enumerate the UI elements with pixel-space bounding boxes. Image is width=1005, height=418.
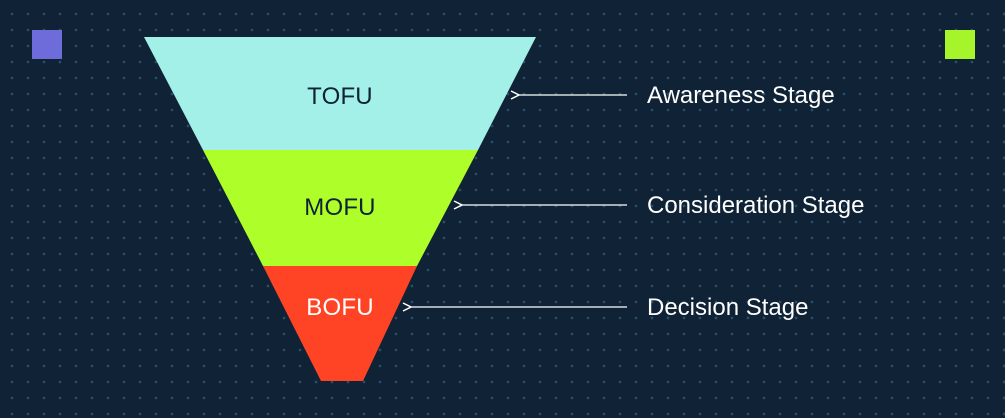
consideration-stage-text: Consideration Stage bbox=[647, 192, 865, 219]
bofu-label: BOFU bbox=[306, 294, 373, 321]
awareness-stage-text: Awareness Stage bbox=[647, 82, 835, 109]
mofu-label: MOFU bbox=[304, 194, 375, 221]
tofu-label: TOFU bbox=[307, 83, 373, 110]
decision-stage-text: Decision Stage bbox=[647, 294, 809, 321]
corner-square-right bbox=[945, 30, 975, 59]
tofu-segment bbox=[144, 37, 536, 150]
bofu-segment bbox=[263, 266, 417, 381]
corner-square-left bbox=[32, 30, 62, 59]
mofu-segment bbox=[203, 150, 478, 266]
